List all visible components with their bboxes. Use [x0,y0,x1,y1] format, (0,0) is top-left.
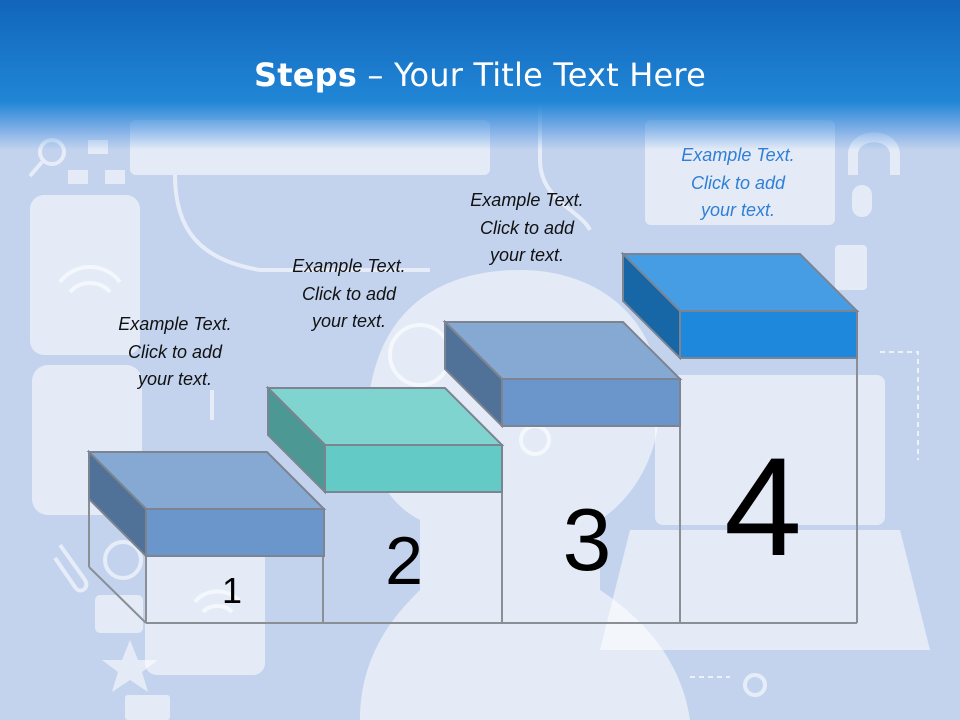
camera-icon [95,595,143,633]
step-number-4: 4 [724,428,802,585]
caption-line: your text. [700,200,776,220]
step-block-1[interactable] [86,449,327,559]
frame-line [88,566,147,624]
caption-line: Example Text. [118,314,232,334]
caption-line: your text. [489,245,565,265]
smartphone-icon [30,195,140,355]
caption-line: your text. [137,369,213,389]
caption-line: Click to add [690,172,786,193]
slide-title[interactable]: Steps – Your Title Text Here [0,56,960,94]
step-number-2: 2 [385,523,423,599]
step-caption-1[interactable]: Example Text. Click to add your text. [85,311,265,394]
caption-line: Click to add [127,341,223,362]
laptop-icon [655,375,885,525]
step-front-face [324,444,503,493]
step-number-3: 3 [563,490,612,589]
document-icon [125,695,170,720]
step-block-3[interactable] [442,319,683,429]
title-bold: Steps [254,56,358,94]
step-caption-4[interactable]: Example Text. Click to add your text. [648,142,828,225]
caption-line: Click to add [301,283,397,304]
caption-line: Example Text. [681,145,795,165]
title-bar: Steps – Your Title Text Here [0,0,960,150]
step-caption-3[interactable]: Example Text. Click to add your text. [437,187,617,270]
caption-line: Example Text. [292,256,406,276]
globe-icon [103,540,143,580]
microphone-icon [852,185,872,217]
step-front-face [679,310,858,359]
paperclip-icon [53,543,89,593]
star-icon [102,640,158,692]
step-front-face [501,378,681,427]
step-front-face [145,508,325,557]
caption-line: your text. [311,311,387,331]
step-number-1: 1 [222,570,242,611]
speaker-icon [835,245,867,290]
caption-line: Example Text. [470,190,584,210]
step-caption-2[interactable]: Example Text. Click to add your text. [259,253,439,336]
caption-line: Click to add [479,217,575,238]
step-block-2[interactable] [265,385,505,495]
wifi-icon [58,265,122,294]
step-block-4[interactable] [620,251,860,361]
title-text: – Your Title Text Here [357,56,706,94]
